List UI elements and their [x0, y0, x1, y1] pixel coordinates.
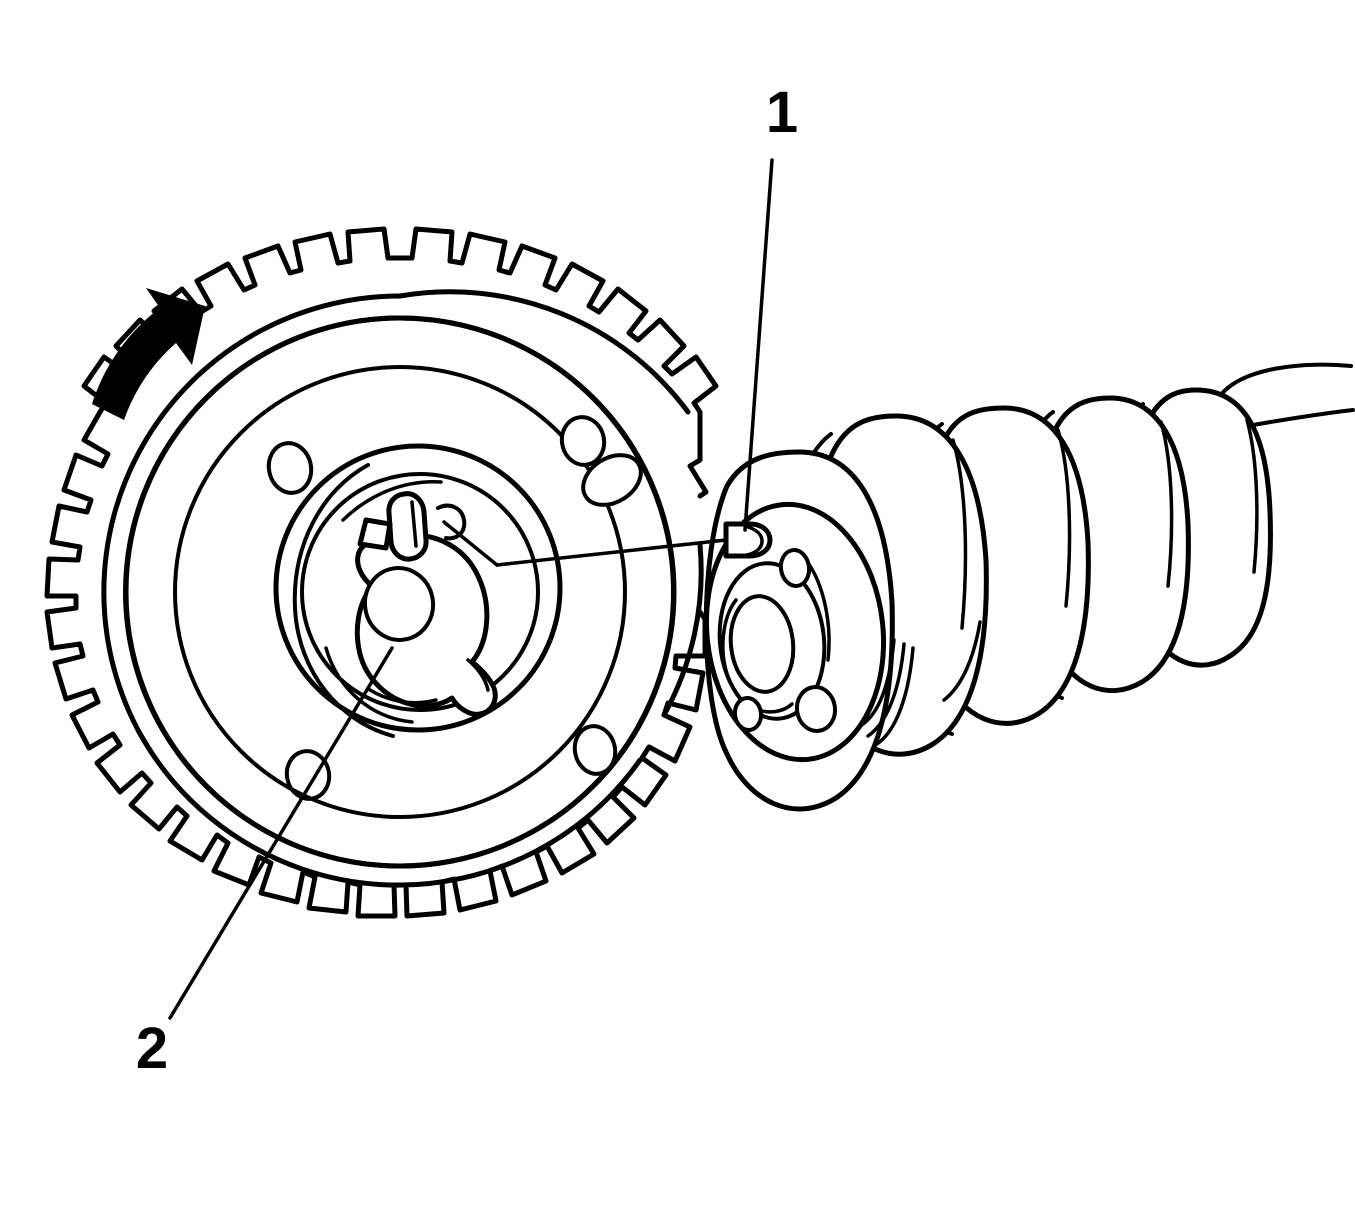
gear-face-hole-lower-right — [572, 724, 618, 776]
callout-1-leader — [743, 158, 774, 532]
gear-face-holes — [266, 415, 643, 801]
gear-face-hole-upper-left — [266, 441, 314, 495]
camshaft-key-feature — [354, 491, 498, 717]
flange-bolt-hole-lower-left — [732, 696, 764, 732]
camshaft-dowel-pin — [723, 521, 773, 559]
gear-face-hole-upper-right — [559, 415, 607, 467]
flange-bolt-hole-upper — [778, 548, 812, 588]
camshaft-drive-gear — [44, 226, 719, 919]
flange-bolt-hole-lower — [794, 685, 838, 733]
gear-face-slot-upper-right — [581, 453, 643, 507]
callout-1-label: 1 — [766, 80, 798, 145]
callout-2-label: 2 — [136, 1016, 168, 1081]
callout-1-leader-tail — [442, 520, 499, 567]
callout-leaders — [168, 158, 774, 1020]
camshaft-assembly — [703, 362, 1355, 812]
callout-labels: 1 2 — [136, 80, 798, 1081]
callout-2-leader — [168, 646, 394, 1020]
callout-1-leader-horizontal — [495, 538, 728, 567]
gear-face-hole-lower-left — [284, 749, 332, 801]
rotation-direction-arrow — [92, 288, 205, 420]
